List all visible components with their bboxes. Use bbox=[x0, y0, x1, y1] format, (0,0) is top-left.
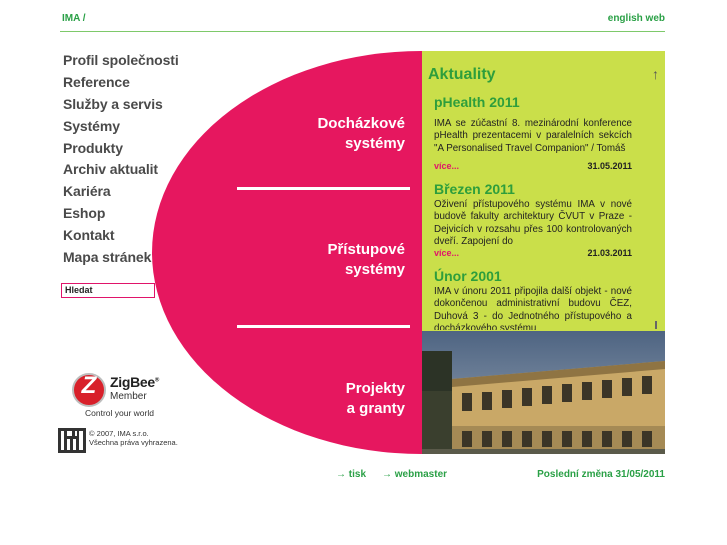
news-panel bbox=[422, 51, 665, 331]
building-photo bbox=[422, 331, 665, 454]
news-item-2-more-link[interactable]: více... bbox=[434, 248, 460, 258]
zigbee-logo-letter: Z bbox=[81, 372, 97, 399]
nav-item-sluzby[interactable]: Služby a servis bbox=[63, 95, 163, 112]
section-dochazkove-line2: systémy bbox=[344, 135, 405, 152]
section-projekty-line1: Projekty bbox=[345, 380, 405, 397]
search-input[interactable]: Hledat bbox=[61, 283, 155, 298]
breadcrumb-home[interactable]: IMA / bbox=[62, 13, 86, 24]
nav-item-kariera[interactable]: Kariéra bbox=[63, 183, 111, 200]
zigbee-tagline: Control your world bbox=[85, 408, 154, 418]
last-change: Poslední změna 31/05/2011 bbox=[537, 469, 665, 480]
english-web-link[interactable]: english web bbox=[607, 13, 665, 24]
news-item-3-title[interactable]: Únor 2001 bbox=[434, 268, 502, 284]
scroll-up-icon[interactable]: ↑ bbox=[652, 66, 659, 82]
news-panel-title: Aktuality bbox=[428, 66, 496, 83]
copyright-line2: Všechna práva vyhrazena. bbox=[89, 438, 178, 447]
circle-divider-2 bbox=[237, 325, 410, 328]
circle-divider-1 bbox=[237, 187, 410, 190]
section-dochazkove[interactable]: Docházkové systémy bbox=[245, 114, 405, 154]
zigbee-member: Member bbox=[110, 391, 147, 402]
webmaster-link[interactable]: → webmaster bbox=[382, 469, 448, 480]
news-item-1-more-link[interactable]: více... bbox=[434, 161, 460, 171]
nav-item-eshop[interactable]: Eshop bbox=[63, 205, 106, 222]
section-dochazkove-line1: Docházkové bbox=[317, 115, 405, 132]
news-item-3-body: IMA v únoru 2011 připojila další objekt … bbox=[434, 286, 632, 330]
print-link[interactable]: → tisk bbox=[336, 469, 367, 480]
nav-item-reference[interactable]: Reference bbox=[63, 73, 130, 90]
news-item-1-body: IMA se zúčastní 8. mezinárodní konferenc… bbox=[434, 118, 632, 154]
zigbee-name: ZigBee® bbox=[110, 374, 160, 390]
news-item-2-body: Oživení přístupového systému IMA v nové … bbox=[434, 199, 632, 247]
copyright-line1: © 2007, IMA s.r.o. bbox=[89, 429, 149, 438]
scrollbar-thumb[interactable] bbox=[655, 321, 657, 329]
header-divider bbox=[60, 31, 665, 32]
news-item-2-date: 21.03.2011 bbox=[587, 248, 632, 258]
nav-item-kontakt[interactable]: Kontakt bbox=[63, 227, 115, 244]
section-projekty-line2: a granty bbox=[346, 400, 405, 417]
section-pristupove-line2: systémy bbox=[344, 261, 405, 278]
news-item-2-title[interactable]: Březen 2011 bbox=[434, 181, 515, 197]
section-pristupove-line1: Přístupové bbox=[327, 241, 405, 258]
copyright: © 2007, IMA s.r.o. Všechna práva vyhraze… bbox=[89, 429, 178, 447]
news-item-1-date: 31.05.2011 bbox=[587, 161, 632, 171]
nav-item-profil[interactable]: Profil společnosti bbox=[63, 52, 179, 68]
main-nav: Profil společnosti Reference Služby a se… bbox=[63, 51, 179, 270]
nav-item-mapa[interactable]: Mapa stránek bbox=[63, 249, 152, 266]
nav-item-systemy[interactable]: Systémy bbox=[63, 117, 120, 134]
section-pristupove[interactable]: Přístupové systémy bbox=[245, 240, 405, 280]
section-projekty[interactable]: Projekty a granty bbox=[245, 379, 405, 419]
nav-item-produkty[interactable]: Produkty bbox=[63, 139, 123, 156]
ima-logo-icon bbox=[58, 428, 86, 453]
zigbee-logo-icon[interactable] bbox=[72, 373, 106, 407]
news-item-1-title[interactable]: pHealth 2011 bbox=[434, 94, 520, 110]
nav-item-archiv[interactable]: Archiv aktualit bbox=[63, 161, 158, 178]
